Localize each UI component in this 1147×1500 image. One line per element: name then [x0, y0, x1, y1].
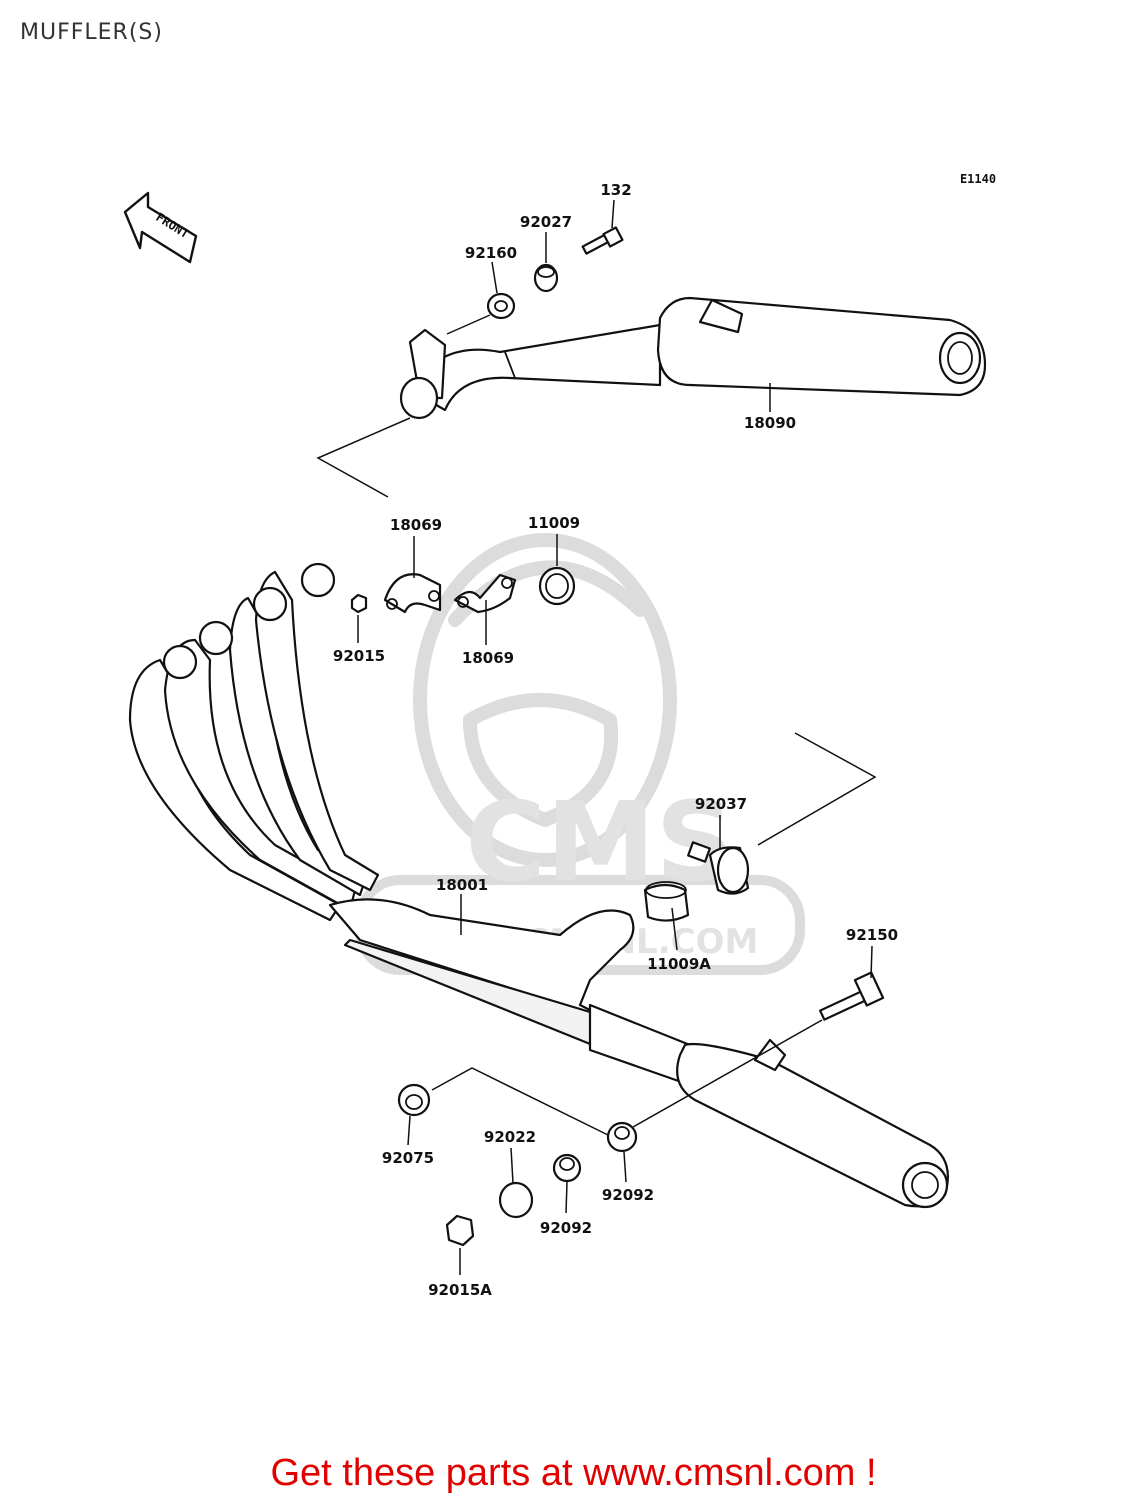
nut-92075	[397, 1083, 431, 1117]
bolt-92015A	[445, 1214, 475, 1247]
part-label-92015A: 92015A	[428, 1281, 492, 1299]
exhaust-header-pipes	[128, 562, 949, 1209]
part-label-92150: 92150	[846, 926, 898, 944]
part-label-92075: 92075	[382, 1149, 434, 1167]
part-label-11009: 11009	[528, 514, 580, 532]
muffler-upper	[399, 296, 987, 420]
clamp-92037	[687, 841, 750, 895]
part-label-18069-top: 18069	[390, 516, 442, 534]
part-label-92015: 92015	[333, 647, 385, 665]
part-label-92092-a: 92092	[540, 1219, 592, 1237]
part-label-18090: 18090	[744, 414, 796, 432]
leader-lines	[316, 199, 877, 1275]
footer-link[interactable]: Get these parts at www.cmsnl.com !	[270, 1452, 877, 1494]
nut-92015	[350, 593, 368, 614]
part-label-92037: 92037	[695, 795, 747, 813]
exploded-parts-diagram: CMS WWW.CMSNL.COM FRONT E1140	[123, 172, 996, 1299]
part-label-92027: 92027	[520, 213, 572, 231]
part-label-18001: 18001	[436, 876, 488, 894]
collar-92027	[533, 263, 559, 293]
part-label-11009A: 11009A	[647, 955, 711, 973]
damper-92160	[486, 292, 516, 320]
damper-92092-a	[552, 1153, 582, 1183]
part-label-92022: 92022	[484, 1128, 536, 1146]
front-arrow: FRONT	[123, 191, 198, 264]
damper-92092-b	[606, 1121, 638, 1153]
gasket-11009A	[643, 881, 690, 922]
page-title: MUFFLER(S)	[20, 20, 163, 45]
bolt-132	[581, 226, 624, 255]
part-label-18069-bottom: 18069	[462, 649, 514, 667]
part-label-92160: 92160	[465, 244, 517, 262]
gasket-11009	[538, 566, 576, 606]
washer-92022	[498, 1181, 534, 1219]
diagram-code: E1140	[960, 172, 996, 186]
part-label-92092-b: 92092	[602, 1186, 654, 1204]
bolt-92150	[819, 971, 885, 1021]
clamp-18069-top	[383, 573, 442, 614]
part-label-132: 132	[600, 181, 631, 199]
watermark-brand: CMS	[465, 778, 734, 906]
